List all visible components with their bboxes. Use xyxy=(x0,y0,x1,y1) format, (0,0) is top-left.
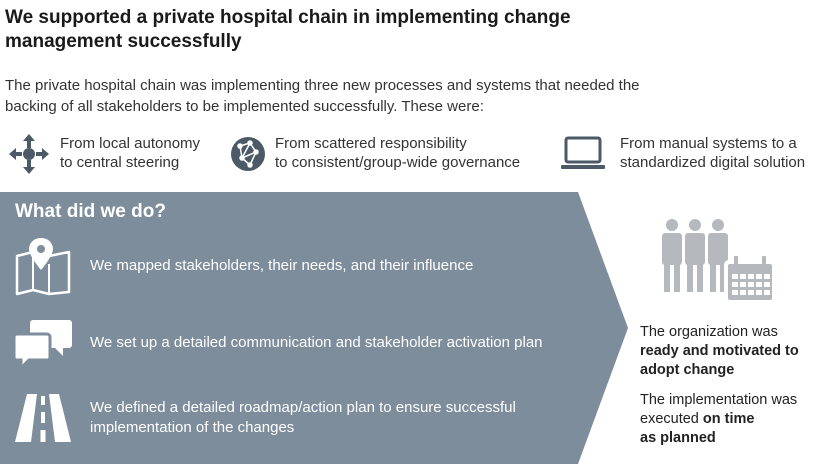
step-2-line-1: We set up a detailed communication and s… xyxy=(90,334,543,351)
outcome-ready-motivated: The organization was ready and motivated… xyxy=(640,323,799,380)
what-we-did-arrow xyxy=(0,192,630,464)
outcome-2-line-2: executed on time xyxy=(640,410,797,429)
outcome-2-line-1: The implementation was xyxy=(640,392,798,408)
shift-3-line-2: standardized digital solution xyxy=(620,154,806,171)
shift-3-line-1: From manual systems to a xyxy=(620,135,797,152)
arrows-cross-icon xyxy=(6,134,52,174)
shift-1-line-1: From local autonomy xyxy=(60,135,201,152)
outcome-1-line-2: ready and motivated to xyxy=(640,343,799,359)
laptop-icon xyxy=(560,134,606,174)
step-3-line-2: implementation of the changes xyxy=(90,419,295,436)
title-line-1: We supported a private hospital chain in… xyxy=(5,7,571,28)
step-communication-plan: We set up a detailed communication and s… xyxy=(10,313,543,373)
shift-local-to-central: From local autonomy to central steering xyxy=(6,134,200,174)
step-map-stakeholders: We mapped stakeholders, their needs, and… xyxy=(10,236,473,296)
outcome-1-line-1: The organization was xyxy=(640,324,778,340)
network-globe-icon xyxy=(225,134,271,174)
people-calendar-icon xyxy=(660,218,780,309)
title-line-2: management successfully xyxy=(5,31,242,52)
shift-2-line-1: From scattered responsibility xyxy=(275,135,467,152)
shift-scattered-to-governance: From scattered responsibility to consist… xyxy=(225,134,520,174)
step-roadmap: We defined a detailed roadmap/action pla… xyxy=(10,388,516,448)
intro-paragraph: The private hospital chain was implement… xyxy=(5,75,725,117)
outcome-on-time: The implementation was executed on time … xyxy=(640,391,797,448)
outcome-2-line-3: as planned xyxy=(640,430,716,446)
step-1-line-1: We mapped stakeholders, their needs, and… xyxy=(90,257,474,274)
outcome-2-line-2-bold: on time xyxy=(702,411,755,427)
page-title: We supported a private hospital chain in… xyxy=(5,6,685,54)
outcome-2-line-2-plain: executed xyxy=(640,411,703,427)
shift-1-line-2: to central steering xyxy=(60,154,180,171)
intro-line-1: The private hospital chain was implement… xyxy=(5,77,640,94)
shift-2-line-2: to consistent/group-wide governance xyxy=(275,154,521,171)
shift-manual-to-digital: From manual systems to a standardized di… xyxy=(560,134,805,174)
intro-line-2: backing of all stakeholders to be implem… xyxy=(5,98,484,115)
road-icon xyxy=(10,388,76,448)
speech-bubbles-icon xyxy=(10,313,76,373)
what-did-we-do-heading: What did we do? xyxy=(15,201,166,222)
arrow-shape xyxy=(0,192,628,464)
outcome-1-line-3: adopt change xyxy=(640,362,735,378)
map-pin-icon xyxy=(10,236,76,296)
step-3-line-1: We defined a detailed roadmap/action pla… xyxy=(90,399,516,416)
